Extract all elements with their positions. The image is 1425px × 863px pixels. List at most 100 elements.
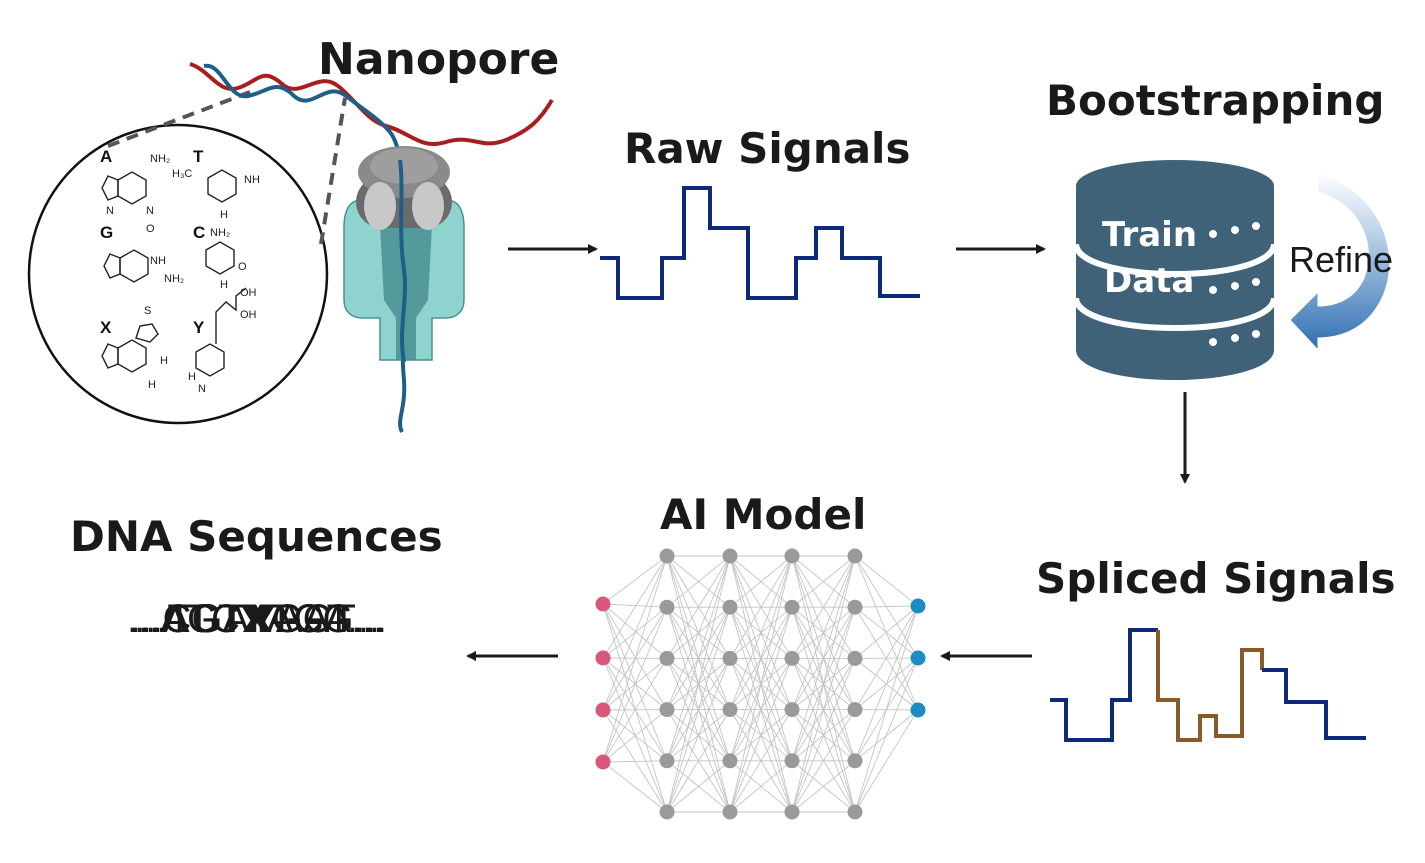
base-letter-c: C <box>193 223 205 242</box>
nn-edge <box>602 607 668 763</box>
nn-edge <box>602 761 668 813</box>
nn-node-hidden <box>847 650 863 666</box>
nn-node-hidden <box>659 753 675 769</box>
nn-edge <box>854 605 919 813</box>
nn-edge <box>729 555 793 659</box>
dna-strand-red <box>189 62 554 146</box>
db-label-train: Train <box>1102 215 1197 255</box>
base-letters: A T G C X Y <box>100 147 205 337</box>
nn-edge <box>602 603 668 761</box>
nn-edge <box>666 709 731 813</box>
svg-text:H: H <box>220 209 228 221</box>
base-letter-g: G <box>100 223 113 242</box>
nn-edge <box>602 658 668 763</box>
nn-node-hidden <box>784 548 800 564</box>
nn-edge <box>791 709 856 813</box>
svg-text:NH: NH <box>244 174 260 186</box>
base-structures <box>101 169 247 377</box>
nn-node-output <box>910 650 926 666</box>
nn-edge <box>791 555 856 608</box>
svg-text:O: O <box>146 223 155 235</box>
spliced-signal-navy-right <box>1262 668 1366 740</box>
db-label-data: Data <box>1104 261 1194 301</box>
sequence-line: ...AGTXTCG... <box>126 597 388 641</box>
nn-node-hidden <box>847 599 863 615</box>
nn-edge <box>791 760 856 813</box>
dna-sequences-title: DNA Sequences <box>70 512 443 561</box>
nn-edge <box>854 555 919 607</box>
nn-edge <box>602 555 668 711</box>
nn-edge <box>854 605 919 710</box>
nn-edge <box>729 555 793 710</box>
nn-edge <box>602 555 668 763</box>
svg-text:NH₂: NH₂ <box>150 153 170 165</box>
nn-node-output <box>910 598 926 614</box>
nn-edge <box>729 658 793 813</box>
zoom-line-left <box>107 90 251 148</box>
nn-node-input <box>595 596 611 612</box>
nn-edge <box>602 603 668 659</box>
nn-edge <box>729 555 793 608</box>
base-letter-x: X <box>100 318 112 337</box>
database-icon <box>1073 160 1277 380</box>
svg-text:OH: OH <box>240 287 257 299</box>
svg-text:H: H <box>220 279 228 291</box>
nn-edge <box>854 605 919 659</box>
nn-node-hidden <box>847 702 863 718</box>
nn-edge <box>666 555 731 761</box>
nn-edge <box>666 658 731 813</box>
nn-edge <box>729 555 793 813</box>
nn-node-hidden <box>659 804 675 820</box>
nn-edge <box>791 555 856 659</box>
ai-model-title: AI Model <box>660 490 867 539</box>
base-letter-t: T <box>193 147 204 166</box>
nn-node-hidden <box>722 548 738 564</box>
svg-text:H₃C: H₃C <box>172 168 192 180</box>
svg-text:N: N <box>106 205 114 217</box>
nn-node-hidden <box>784 650 800 666</box>
nn-edge <box>791 658 856 813</box>
nn-node-output <box>910 702 926 718</box>
nn-edge <box>791 555 856 813</box>
nn-node-hidden <box>847 804 863 820</box>
raw-signal-trace <box>600 186 920 300</box>
nn-node-input <box>595 702 611 718</box>
svg-text:NH₂: NH₂ <box>210 227 230 239</box>
nn-edge <box>666 555 731 813</box>
nn-edge <box>729 607 793 813</box>
nn-nodes <box>595 548 926 820</box>
svg-text:NH: NH <box>150 255 166 267</box>
nn-edge <box>602 555 668 605</box>
nn-edge <box>791 607 856 813</box>
svg-text:N: N <box>198 383 206 395</box>
base-letter-y: Y <box>193 318 205 337</box>
svg-text:H: H <box>148 379 156 391</box>
nn-edge <box>791 555 856 761</box>
nn-edge <box>729 555 793 761</box>
nn-edge <box>854 709 919 813</box>
nn-edge <box>854 605 919 761</box>
sequence-line: ...TCTXGAT... <box>134 597 380 641</box>
nn-node-hidden <box>722 650 738 666</box>
nn-edge <box>666 555 731 608</box>
nn-edge <box>666 555 731 659</box>
nn-node-hidden <box>722 753 738 769</box>
raw-signals-title: Raw Signals <box>624 124 911 173</box>
sequence-line: ...ATCYAGA... <box>129 597 385 641</box>
nn-edge <box>602 555 668 659</box>
nn-edge <box>854 605 919 608</box>
nn-node-hidden <box>722 702 738 718</box>
svg-text:S: S <box>144 305 151 317</box>
nn-node-hidden <box>784 753 800 769</box>
svg-text:O: O <box>238 261 247 273</box>
nn-edge <box>729 709 793 813</box>
nn-edge <box>666 760 731 813</box>
nn-node-hidden <box>659 599 675 615</box>
spliced-signal-brown <box>1156 630 1264 742</box>
nn-node-hidden <box>847 548 863 564</box>
spliced-signal-navy-left <box>1050 628 1158 742</box>
nn-node-input <box>595 650 611 666</box>
nn-edge <box>602 603 668 608</box>
svg-text:N: N <box>146 205 154 217</box>
